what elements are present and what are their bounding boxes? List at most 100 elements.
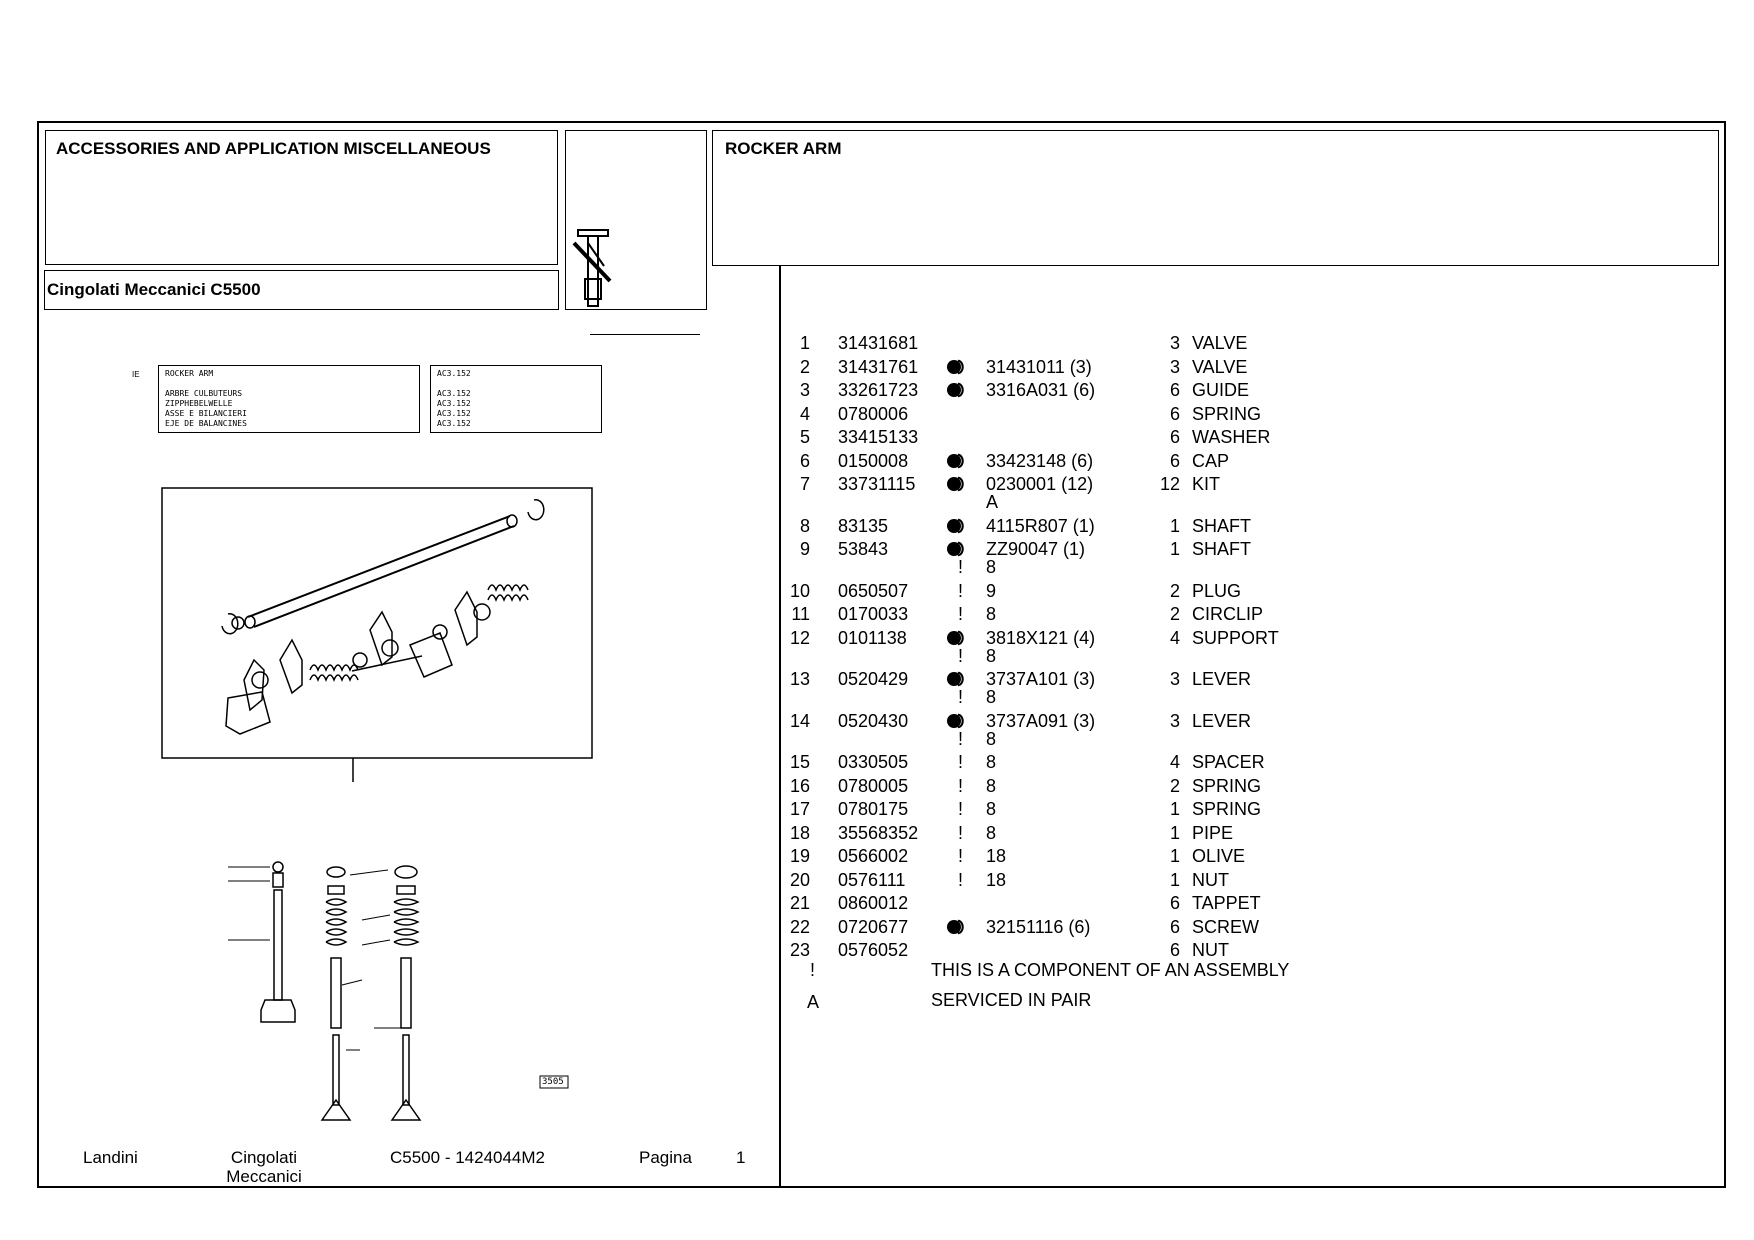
part-quantity: 2 (1169, 775, 1180, 796)
half-filled-circle-icon (947, 713, 964, 728)
diagram-code-1: AC3.152 (437, 369, 471, 378)
part-quantity: 12 (1159, 474, 1180, 494)
part-ref-number: 19 (789, 846, 810, 866)
thumbnail-box (565, 130, 707, 310)
diagram-code-5: AC3.152 (437, 419, 471, 428)
part-quantity: 3 (1169, 333, 1180, 353)
part-description: NUT (1192, 869, 1229, 890)
part-quantity: 3 (1169, 669, 1180, 689)
group-title: ROCKER ARM (725, 139, 842, 158)
footer-series-line2: Meccanici (226, 1167, 302, 1186)
assembly-component-mark: ! (958, 580, 964, 601)
part-number: 0780006 (838, 403, 909, 424)
part-ref-number: 2 (799, 356, 810, 377)
part-quantity: 1 (1169, 515, 1180, 536)
part-quantity: 3 (1169, 356, 1180, 377)
replacement-note: 8 (986, 687, 997, 707)
legend-assembly-text: THIS IS A COMPONENT OF AN ASSEMBLY (931, 960, 1290, 980)
replacement-part: 32151116 (6) (986, 916, 1091, 937)
part-ref-number: 18 (789, 822, 810, 843)
part-number: 35568352 (838, 822, 919, 843)
assembly-component-mark: ! (958, 604, 964, 624)
half-filled-circle-icon (947, 518, 964, 533)
replacement-part: 3737A101 (3) (986, 669, 1096, 689)
column-divider (779, 265, 781, 1187)
figure-code: 3505 (542, 1077, 564, 1087)
part-quantity: 1 (1169, 822, 1180, 843)
part-ref-number: 22 (789, 916, 810, 937)
footer-series: Cingolati Meccanici (224, 1148, 304, 1186)
replacement-part: 0230001 (12) (986, 474, 1094, 494)
part-quantity: 6 (1169, 403, 1180, 424)
diagram-label-left: ROCKER ARM ARBRE CULBUTEURS ZIPPHEBELWEL… (158, 365, 420, 433)
replacement-part: 3316A031 (6) (986, 380, 1096, 400)
part-ref-number: 6 (799, 450, 810, 471)
part-description: SHAFT (1192, 539, 1252, 559)
half-filled-circle-icon (947, 359, 964, 374)
part-number: 0720677 (838, 916, 909, 937)
part-quantity: 1 (1169, 539, 1180, 559)
part-description: CAP (1192, 450, 1230, 471)
part-number: 0520429 (838, 669, 909, 689)
part-ref-number: 16 (789, 775, 810, 796)
assembly-component-mark: ! (958, 846, 964, 866)
footer-page-label: Pagina (639, 1148, 692, 1167)
part-description: SCREW (1192, 916, 1259, 937)
footer-brand: Landini (83, 1148, 138, 1167)
part-ref-number: 15 (789, 752, 810, 772)
replacement-note: A (986, 492, 999, 512)
legend-pair-text: SERVICED IN PAIR (931, 990, 1092, 1010)
diagram-code-3: AC3.152 (437, 399, 471, 408)
part-quantity: 1 (1169, 869, 1180, 890)
replacement-part: 8 (986, 775, 997, 796)
exploded-diagram: IE ROCKER ARM ARBRE CULBUTEURS ZIPPHEBEL… (110, 330, 750, 1130)
replacement-part: 8 (986, 604, 997, 624)
assembly-component-mark: ! (958, 645, 964, 666)
part-ref-number: 20 (789, 869, 810, 890)
replacement-part: 3737A091 (3) (986, 710, 1096, 731)
replacement-part: 8 (986, 822, 997, 843)
part-quantity: 2 (1169, 604, 1180, 624)
rocker-arm-drawing (161, 487, 593, 1121)
part-number: 0650507 (838, 580, 909, 601)
category-title: ACCESSORIES AND APPLICATION MISCELLANEOU… (56, 139, 491, 158)
part-quantity: 2 (1169, 580, 1180, 601)
diagram-label-es: EJE DE BALANCINES (165, 419, 247, 428)
assembly-component-mark: ! (958, 775, 964, 796)
half-filled-circle-icon (947, 541, 964, 557)
assembly-component-mark: ! (958, 799, 964, 819)
replacement-note: 8 (986, 728, 997, 749)
assembly-component-mark: ! (958, 687, 964, 707)
page-frame (37, 121, 1726, 1188)
part-number: 31431761 (838, 356, 919, 377)
group-box: ROCKER ARM (712, 130, 1719, 266)
part-number: 0566002 (838, 846, 909, 866)
replacement-part: ZZ90047 (1) (986, 539, 1086, 559)
part-number: 0860012 (838, 893, 909, 913)
assembly-component-mark: ! (958, 557, 964, 577)
replacement-part: 4115R807 (1) (986, 515, 1095, 536)
replacement-part: 31431011 (3) (986, 356, 1092, 377)
part-number: 0150008 (838, 450, 909, 471)
part-description: SHAFT (1192, 515, 1252, 536)
assembly-component-mark: ! (958, 728, 964, 749)
replacement-part: 18 (986, 869, 1007, 890)
part-number: 0520430 (838, 710, 909, 731)
part-ref-number: 7 (799, 474, 810, 494)
part-number: 0330505 (838, 752, 909, 772)
diagram-label-title: ROCKER ARM (165, 369, 214, 378)
diagram-label-it: ASSE E BILANCIERI (165, 409, 247, 418)
part-number: 31431681 (838, 333, 919, 353)
replacement-part: 9 (986, 580, 997, 601)
